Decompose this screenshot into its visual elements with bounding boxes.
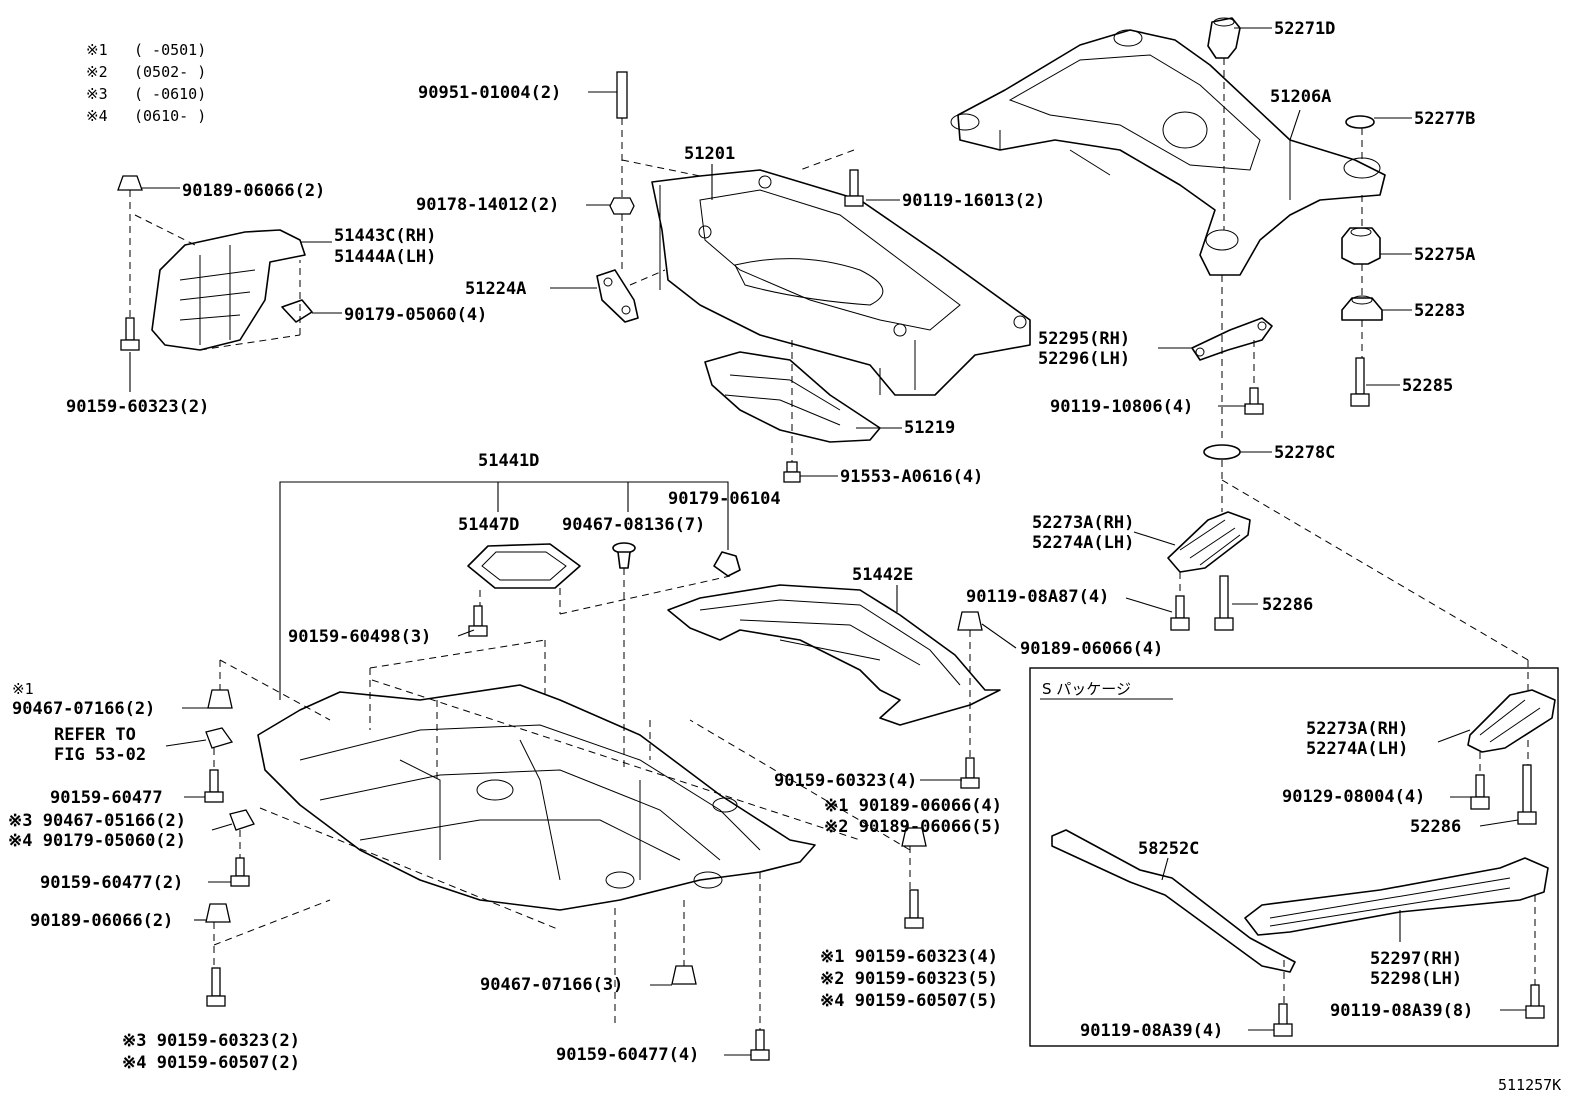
note-3-mark: ※3 — [86, 85, 108, 103]
label-52278c: 52278C — [1274, 443, 1335, 463]
label-90159-60507-b: ※4 90159-60507(2) — [122, 1053, 300, 1073]
note-4-mark: ※4 — [86, 107, 108, 125]
label-90951-01004: 90951-01004(2) — [418, 83, 561, 103]
label-51441d: 51441D — [478, 451, 539, 471]
label-90159-60477-a: 90159-60477 — [50, 788, 163, 808]
label-refer-1: REFER TO — [54, 725, 136, 745]
label-90159-60323-b: 90159-60323(4) — [774, 771, 917, 791]
label-52273a-b: 52273A(RH) — [1306, 719, 1408, 739]
notes-legend: ※1 ( -0501) ※2 (0502- ) ※3 ( -0610) ※4 (… — [86, 41, 206, 125]
label-52271d: 52271D — [1274, 19, 1335, 39]
stopper-52283-drawing — [1341, 295, 1383, 321]
label-51447d: 51447D — [458, 515, 519, 535]
label-58252c: 58252C — [1138, 839, 1199, 859]
label-90159-60323-a: 90159-60323(2) — [66, 397, 209, 417]
label-90159-60507-a: ※4 90159-60507(5) — [820, 991, 998, 1011]
s-package-title: S パッケージ — [1042, 680, 1131, 698]
label-90129-08004: 90129-08004(4) — [1282, 787, 1425, 807]
note-1-range: ( -0501) — [134, 41, 206, 59]
figure-code: 511257K — [1498, 1076, 1561, 1094]
bushing-52275a-drawing — [1341, 227, 1381, 265]
label-90159-60477-b: 90159-60477(2) — [40, 873, 183, 893]
label-51444a: 51444A(LH) — [334, 247, 436, 267]
bracket-51224a-drawing — [596, 269, 639, 323]
label-52296: 52296(LH) — [1038, 349, 1130, 369]
label-90189-06066-d: ※1 90189-06066(4) — [824, 796, 1002, 816]
rear-crossmember-drawing — [950, 29, 1386, 276]
label-52297: 52297(RH) — [1370, 949, 1462, 969]
label-90119-08a39-a: 90119-08A39(8) — [1330, 1001, 1473, 1021]
label-90159-60477-c: 90159-60477(4) — [556, 1045, 699, 1065]
label-90467-05166: ※3 90467-05166(2) — [8, 811, 186, 831]
label-51443c: 51443C(RH) — [334, 226, 436, 246]
label-90467-07166-a: 90467-07166(2) — [12, 699, 155, 719]
label-90159-60323-c: ※1 90159-60323(4) — [820, 947, 998, 967]
label-52274a-b: 52274A(LH) — [1306, 739, 1408, 759]
note-3-range: ( -0610) — [134, 85, 206, 103]
plate-51219-drawing — [704, 351, 881, 443]
part-labels: 90951-01004(2) 51201 90189-06066(2) 9017… — [8, 19, 1561, 1094]
label-90179-05060-a: 90179-05060(4) — [344, 305, 487, 325]
label-mark-1: ※1 — [12, 680, 34, 698]
label-90189-06066-c: 90189-06066(2) — [30, 911, 173, 931]
label-90189-06066-b: 90189-06066(4) — [1020, 639, 1163, 659]
label-90189-06066-e: ※2 90189-06066(5) — [824, 817, 1002, 837]
leader-lines — [129, 27, 1536, 1056]
label-90159-60323-e: ※3 90159-60323(2) — [122, 1031, 300, 1051]
arm-52295-drawing — [1191, 317, 1273, 361]
note-1-mark: ※1 — [86, 41, 108, 59]
label-52275a: 52275A — [1414, 245, 1475, 265]
label-90467-07166-b: 90467-07166(3) — [480, 975, 623, 995]
label-90179-05060-b: ※4 90179-05060(2) — [8, 831, 186, 851]
label-51442e: 51442E — [852, 565, 913, 585]
label-52295: 52295(RH) — [1038, 329, 1130, 349]
label-90189-06066-a: 90189-06066(2) — [182, 181, 325, 201]
label-90119-08a39-b: 90119-08A39(4) — [1080, 1021, 1223, 1041]
front-crossmember-drawing — [651, 169, 1031, 396]
side-cover-drawing — [151, 229, 306, 351]
label-52274a-a: 52274A(LH) — [1032, 533, 1134, 553]
label-90179-06104: 90179-06104 — [668, 489, 781, 509]
label-90119-16013: 90119-16013(2) — [902, 191, 1045, 211]
label-90119-08a87: 90119-08A87(4) — [966, 587, 1109, 607]
label-52286-a: 52286 — [1262, 595, 1313, 615]
stopper-52271d-drawing — [1207, 17, 1241, 59]
label-51219: 51219 — [904, 418, 955, 438]
label-51206a: 51206A — [1270, 87, 1331, 107]
cover-51442e-drawing — [667, 584, 1001, 726]
label-51224a: 51224A — [465, 279, 526, 299]
note-2-range: (0502- ) — [134, 63, 206, 81]
label-52286-b: 52286 — [1410, 817, 1461, 837]
s-package-box: S パッケージ — [1029, 667, 1559, 1047]
note-2-mark: ※2 — [86, 63, 108, 81]
label-90159-60323-d: ※2 90159-60323(5) — [820, 969, 998, 989]
label-90178-14012: 90178-14012(2) — [416, 195, 559, 215]
label-90159-60498: 90159-60498(3) — [288, 627, 431, 647]
washer-52277b-drawing — [1345, 115, 1375, 129]
plate-51447d-drawing — [467, 543, 581, 589]
label-52273a-a: 52273A(RH) — [1032, 513, 1134, 533]
label-52285: 52285 — [1402, 376, 1453, 396]
hardware-icons — [117, 71, 1545, 1061]
label-52277b: 52277B — [1414, 109, 1475, 129]
label-90467-08136: 90467-08136(7) — [562, 515, 705, 535]
label-52283: 52283 — [1414, 301, 1465, 321]
clip-90179-05060-drawing — [281, 299, 313, 323]
bracket-52273a-drawing — [1167, 511, 1251, 573]
under-cover-51441d-drawing — [257, 684, 816, 911]
label-91553-a0616: 91553-A0616(4) — [840, 467, 983, 487]
clip-90467-08136-drawing — [612, 542, 636, 569]
label-90119-10806: 90119-10806(4) — [1050, 397, 1193, 417]
label-52298: 52298(LH) — [1370, 969, 1462, 989]
note-4-range: (0610- ) — [134, 107, 206, 125]
label-51201: 51201 — [684, 144, 735, 164]
clip-90179-06104-drawing — [713, 551, 741, 577]
washer-52278c-drawing — [1203, 444, 1241, 460]
label-refer-2: FIG 53-02 — [54, 745, 146, 765]
